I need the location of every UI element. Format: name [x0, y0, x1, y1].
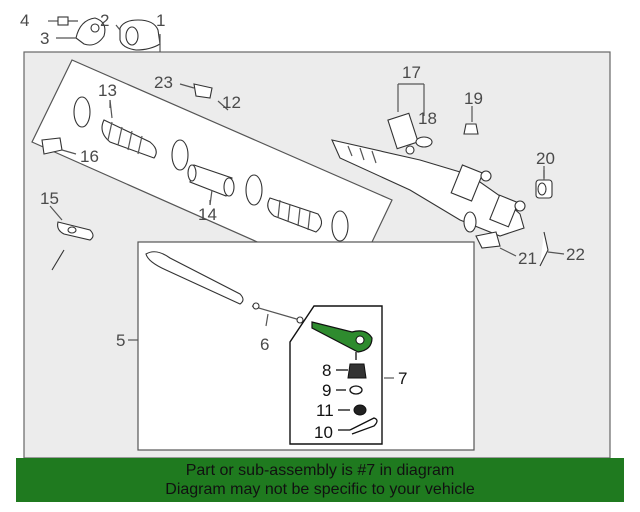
callout-22: 22 [566, 245, 585, 264]
part-3-clamp[interactable] [56, 17, 106, 46]
part-8-boot[interactable] [336, 363, 367, 379]
callout-23: 23 [154, 73, 173, 92]
part-18-oring[interactable] [415, 136, 433, 148]
callout-13: 13 [98, 81, 117, 100]
part-22-line[interactable] [539, 231, 565, 267]
callout-9: 9 [322, 381, 331, 400]
banner-line-1: Part or sub-assembly is #7 in diagram [185, 462, 455, 479]
part-16-clip[interactable] [41, 137, 77, 155]
callout-11: 11 [316, 401, 334, 420]
part-15-mount[interactable] [49, 205, 94, 271]
part-10-cotter-pin[interactable] [338, 417, 378, 435]
callout-14: 14 [198, 205, 217, 224]
callout-16: 16 [80, 147, 99, 166]
callout-7: 7 [398, 369, 407, 388]
part-2-bushing[interactable] [115, 19, 161, 51]
callout-5: 5 [116, 331, 125, 350]
info-banner: Part or sub-assembly is #7 in diagram Di… [16, 458, 624, 502]
callout-1: 1 [156, 11, 165, 30]
callout-18: 18 [418, 109, 437, 128]
part-5-inner-tie-rod[interactable] [145, 251, 244, 305]
callout-10: 10 [314, 423, 333, 442]
callout-2: 2 [100, 11, 109, 30]
callout-8: 8 [322, 361, 331, 380]
part-21-bracket[interactable] [475, 231, 517, 257]
part-9-clip[interactable] [336, 385, 363, 395]
part-7-tie-rod-end[interactable] [311, 321, 373, 360]
banner-line-2: Diagram may not be specific to your vehi… [165, 481, 475, 498]
part-19-fitting[interactable] [463, 106, 479, 135]
part-boot-clamp-ring-1 [171, 139, 189, 171]
part-6-jam-nut[interactable] [251, 302, 304, 327]
part-14-sleeve[interactable] [187, 164, 235, 206]
callout-3: 3 [40, 29, 49, 48]
callout-17: 17 [402, 63, 421, 82]
callout-6: 6 [260, 335, 269, 354]
part-boot-right [267, 197, 349, 242]
callout-15: 15 [40, 189, 59, 208]
leader-12 [217, 100, 229, 111]
part-4-bolt[interactable] [48, 16, 78, 26]
callout-21: 21 [518, 249, 537, 268]
part-23-bracket[interactable] [179, 83, 213, 99]
callout-12: 12 [222, 93, 241, 112]
callout-19: 19 [464, 89, 483, 108]
steering-rack-assembly [331, 139, 526, 237]
part-11-nut[interactable] [338, 404, 367, 416]
callout-20: 20 [536, 149, 555, 168]
part-boot-clamp-ring-2 [245, 174, 263, 206]
part-17-valve[interactable] [387, 83, 425, 155]
part-13-boot-left[interactable] [73, 96, 157, 159]
callout-4: 4 [20, 11, 29, 30]
